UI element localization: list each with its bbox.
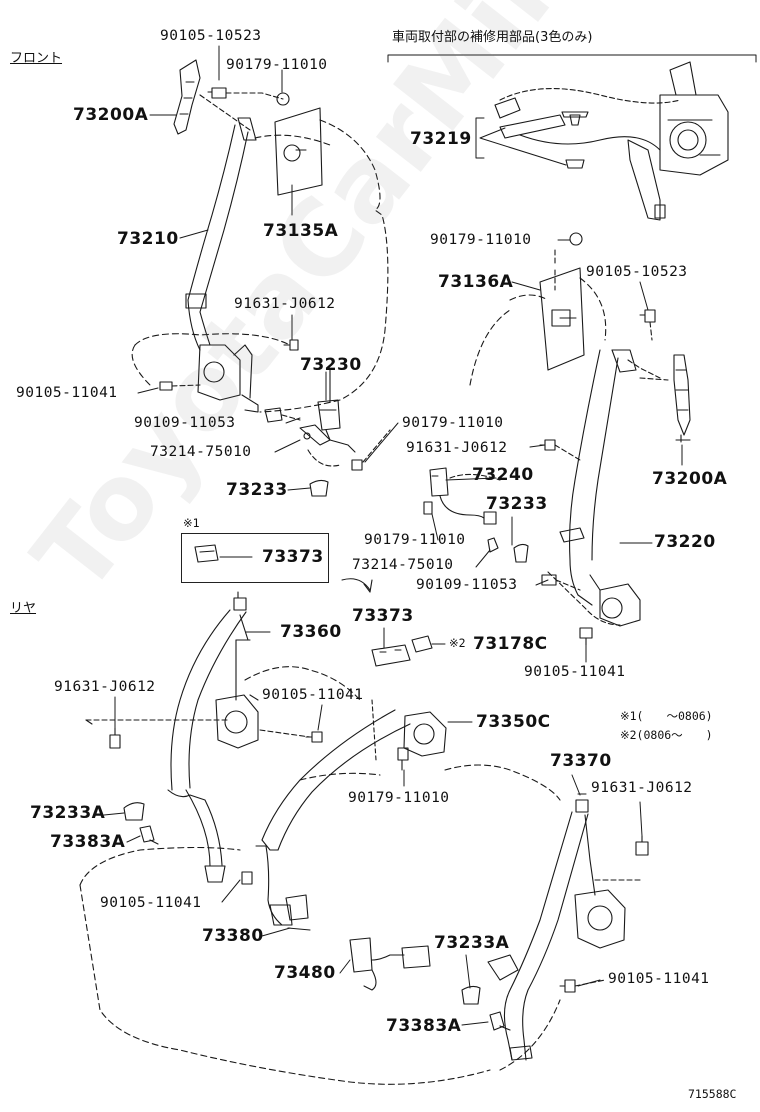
part-label-90105-11041-c: 90105-11041 bbox=[262, 687, 364, 703]
part-label-73230: 73230 bbox=[300, 355, 362, 375]
part-label-90179-11010-d: 90179-11010 bbox=[364, 532, 466, 548]
part-label-90105-11041-e: 90105-11041 bbox=[608, 971, 710, 987]
part-label-73178C: 73178C bbox=[473, 634, 548, 654]
part-label-73233-a: 73233 bbox=[226, 480, 288, 500]
part-label-73240: 73240 bbox=[472, 465, 534, 485]
repair-parts-note: 車両取付部の補修用部品(3色のみ) bbox=[392, 30, 593, 45]
front-right-belt bbox=[423, 232, 691, 646]
part-label-73219: 73219 bbox=[410, 129, 472, 149]
part-label-73233-b: 73233 bbox=[486, 494, 548, 514]
part-label-90179-11010-b: 90179-11010 bbox=[430, 232, 532, 248]
leader-lines bbox=[103, 45, 683, 1026]
part-label-73210: 73210 bbox=[117, 229, 179, 249]
part-label-73135A: 73135A bbox=[263, 221, 339, 241]
inset-box-note1 bbox=[181, 533, 329, 583]
rear-left-belt bbox=[85, 591, 361, 885]
part-label-90179-11010-c: 90179-11010 bbox=[402, 415, 504, 431]
front-left-belt bbox=[131, 59, 391, 497]
part-label-91631-J0612-a: 91631-J0612 bbox=[234, 296, 336, 312]
diagram-id: 715588C bbox=[688, 1087, 737, 1101]
rear-center-belt bbox=[79, 699, 561, 1085]
part-label-73360: 73360 bbox=[280, 622, 342, 642]
part-label-90105-11041-b: 90105-11041 bbox=[524, 664, 626, 680]
part-label-73383A-a: 73383A bbox=[50, 832, 126, 852]
part-label-73380: 73380 bbox=[202, 926, 264, 946]
part-label-91631-J0612-d: 91631-J0612 bbox=[591, 780, 693, 796]
part-label-90105-10523-a: 90105-10523 bbox=[160, 28, 262, 44]
part-label-90105-11041-a: 90105-11041 bbox=[16, 385, 118, 401]
part-label-73370: 73370 bbox=[550, 751, 612, 771]
rear-seat-parts-middle bbox=[194, 544, 433, 667]
part-label-73136A: 73136A bbox=[438, 272, 514, 292]
repair-bracket-group bbox=[387, 54, 757, 221]
part-label-91631-J0612-c: 91631-J0612 bbox=[54, 679, 156, 695]
part-label-73373: 73373 bbox=[352, 606, 414, 626]
part-label-73233A-a: 73233A bbox=[30, 803, 106, 823]
front-section-label: フロント bbox=[10, 51, 63, 66]
part-label-73214-75010-a: 73214-75010 bbox=[150, 444, 252, 460]
part-label-90109-11053-a: 90109-11053 bbox=[134, 415, 236, 431]
part-label-73200A-a: 73200A bbox=[73, 105, 149, 125]
note1-range: ※1( ～0806) bbox=[620, 709, 713, 723]
part-label-90105-10523-b: 90105-10523 bbox=[586, 264, 688, 280]
note2-range: ※2(0806～ ) bbox=[620, 728, 713, 742]
rear-section-label: リヤ bbox=[10, 601, 37, 616]
note1-mark: ※1 bbox=[183, 516, 200, 530]
part-label-73373-inset: 73373 bbox=[262, 547, 324, 567]
part-label-91631-J0612-b: 91631-J0612 bbox=[406, 440, 508, 456]
part-label-73233A-b: 73233A bbox=[434, 933, 510, 953]
part-label-73350C: 73350C bbox=[476, 712, 551, 732]
part-label-90179-11010-e: 90179-11010 bbox=[348, 790, 450, 806]
part-label-90109-11053-b: 90109-11053 bbox=[416, 577, 518, 593]
part-label-73383A-b: 73383A bbox=[386, 1016, 462, 1036]
part-label-73214-75010-b: 73214-75010 bbox=[352, 557, 454, 573]
part-label-90105-11041-d: 90105-11041 bbox=[100, 895, 202, 911]
part-label-73200A-b: 73200A bbox=[652, 469, 728, 489]
rear-right-belt bbox=[461, 793, 649, 1061]
part-label-73220: 73220 bbox=[654, 532, 716, 552]
part-label-73480: 73480 bbox=[274, 963, 336, 983]
note2-inline-mark: ※2 bbox=[449, 636, 466, 650]
part-label-90179-11010-a: 90179-11010 bbox=[226, 57, 328, 73]
